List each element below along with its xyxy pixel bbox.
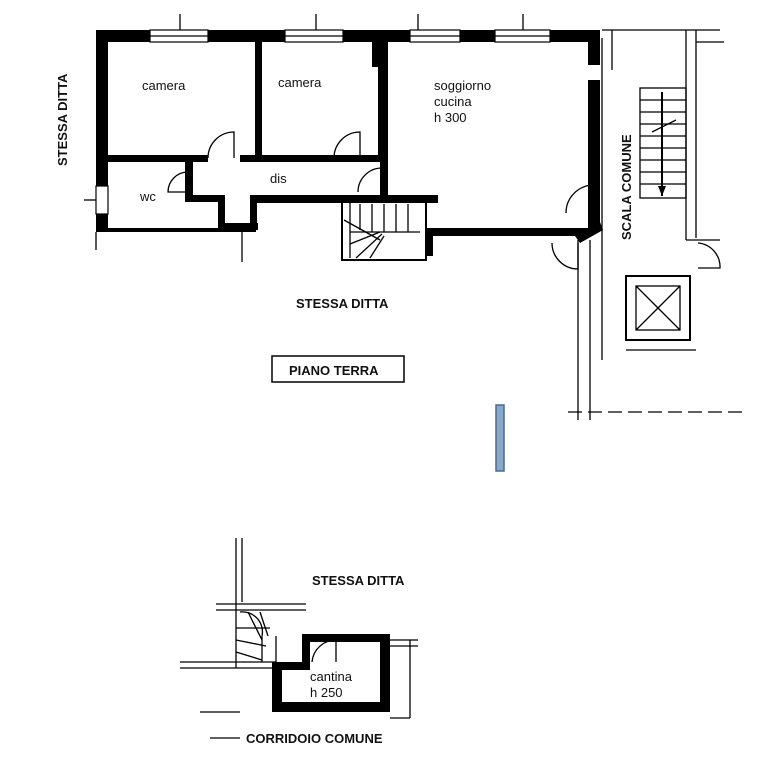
- windows: [84, 14, 551, 215]
- boundary-lines: [95, 228, 745, 420]
- room-label-camera-2: camera: [278, 75, 322, 90]
- side-label-left: STESSA DITTA: [55, 73, 70, 166]
- cellar-plan: cantina h 250 STESSA DITTA CORRIDOIO COM…: [180, 538, 418, 746]
- room-label-living-3: h 300: [434, 110, 467, 125]
- cellar-room-label-2: h 250: [310, 685, 343, 700]
- cellar-top-label: STESSA DITTA: [312, 573, 405, 588]
- common-stair: [601, 29, 724, 360]
- marker-bar: [495, 404, 505, 472]
- corridor-label: CORRIDOIO COMUNE: [246, 731, 383, 746]
- ground-floor-plan: camera camera soggiorno cucina h 300 wc …: [55, 14, 745, 420]
- stair-label: SCALA COMUNE: [619, 134, 634, 240]
- floor-label: PIANO TERRA: [289, 363, 379, 378]
- room-label-wc: wc: [139, 189, 156, 204]
- cellar-room-label-1: cantina: [310, 669, 353, 684]
- room-label-dis: dis: [270, 171, 287, 186]
- doors: [167, 131, 721, 270]
- floor-label-box: [271, 355, 405, 383]
- room-label-living-2: cucina: [434, 94, 472, 109]
- side-label-bottom: STESSA DITTA: [296, 296, 389, 311]
- room-label-camera-1: camera: [142, 78, 186, 93]
- interior-walls: [96, 42, 388, 232]
- internal-stair: [341, 201, 427, 261]
- exterior-walls: [96, 30, 603, 256]
- room-label-living-1: soggiorno: [434, 78, 491, 93]
